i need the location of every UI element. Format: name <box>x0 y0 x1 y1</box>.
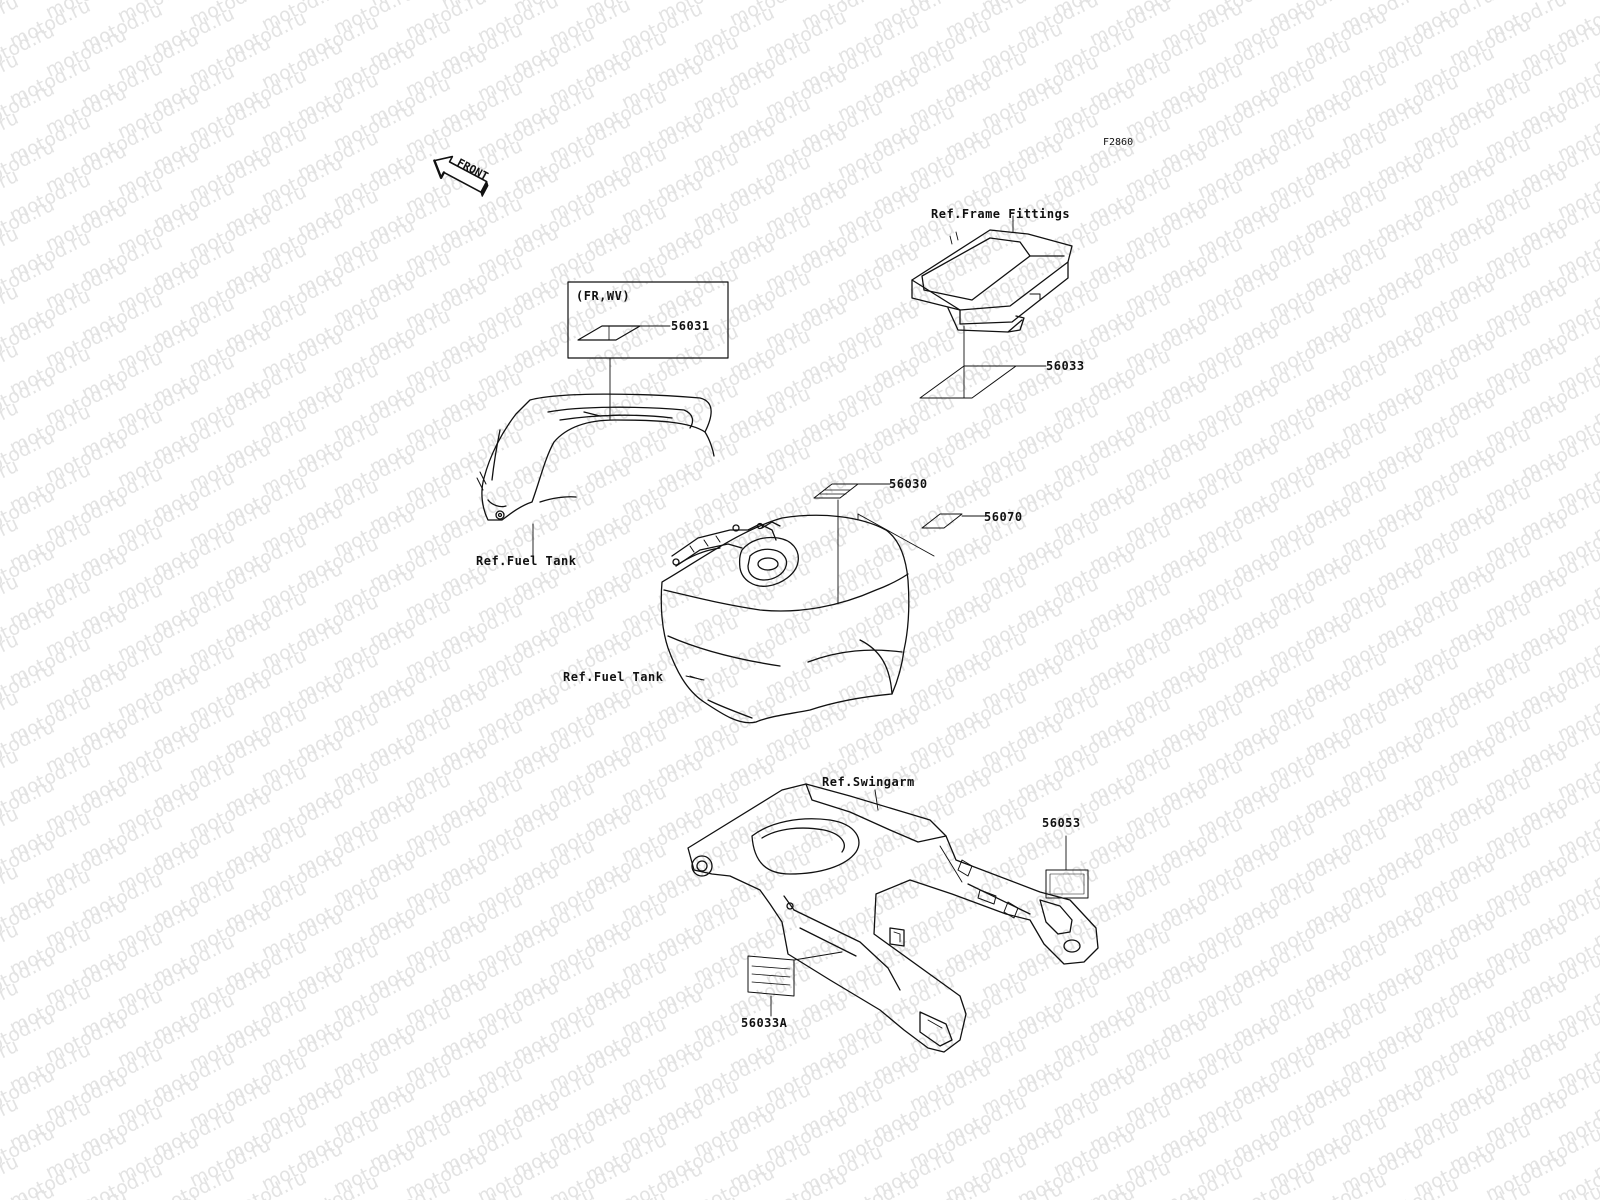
part-number-56070[interactable]: 56070 <box>984 510 1023 524</box>
label-ref-fuel-tank-main[interactable]: Ref.Fuel Tank <box>563 670 664 684</box>
variant-box <box>567 281 729 359</box>
decal-56033-icon <box>919 365 1017 399</box>
frame-fittings-tray-drawing <box>911 215 1073 399</box>
swingarm-drawing <box>687 783 1099 1053</box>
label-ref-frame-fittings[interactable]: Ref.Frame Fittings <box>931 207 1071 221</box>
fuel-tank-cover-drawing <box>476 393 715 557</box>
fuel-tank-drawing <box>660 514 910 724</box>
front-arrow-icon <box>433 155 489 197</box>
part-number-56031[interactable]: 56031 <box>671 319 710 333</box>
part-number-56030[interactable]: 56030 <box>889 477 928 491</box>
part-number-56033A[interactable]: 56033A <box>741 1016 788 1030</box>
label-ref-swingarm[interactable]: Ref.Swingarm <box>822 775 915 789</box>
label-ref-fuel-tank-upper[interactable]: Ref.Fuel Tank <box>476 554 577 568</box>
part-number-56033[interactable]: 56033 <box>1046 359 1085 373</box>
part-number-56053[interactable]: 56053 <box>1042 816 1081 830</box>
label-variant-fr-wv: (FR,WV) <box>576 289 631 303</box>
decal-56070-icon <box>921 513 963 529</box>
decal-56033A-icon <box>747 955 795 997</box>
decal-56053-icon <box>1045 869 1089 899</box>
figure-code: F2860 <box>1103 137 1134 148</box>
decal-56030-icon <box>813 483 859 499</box>
